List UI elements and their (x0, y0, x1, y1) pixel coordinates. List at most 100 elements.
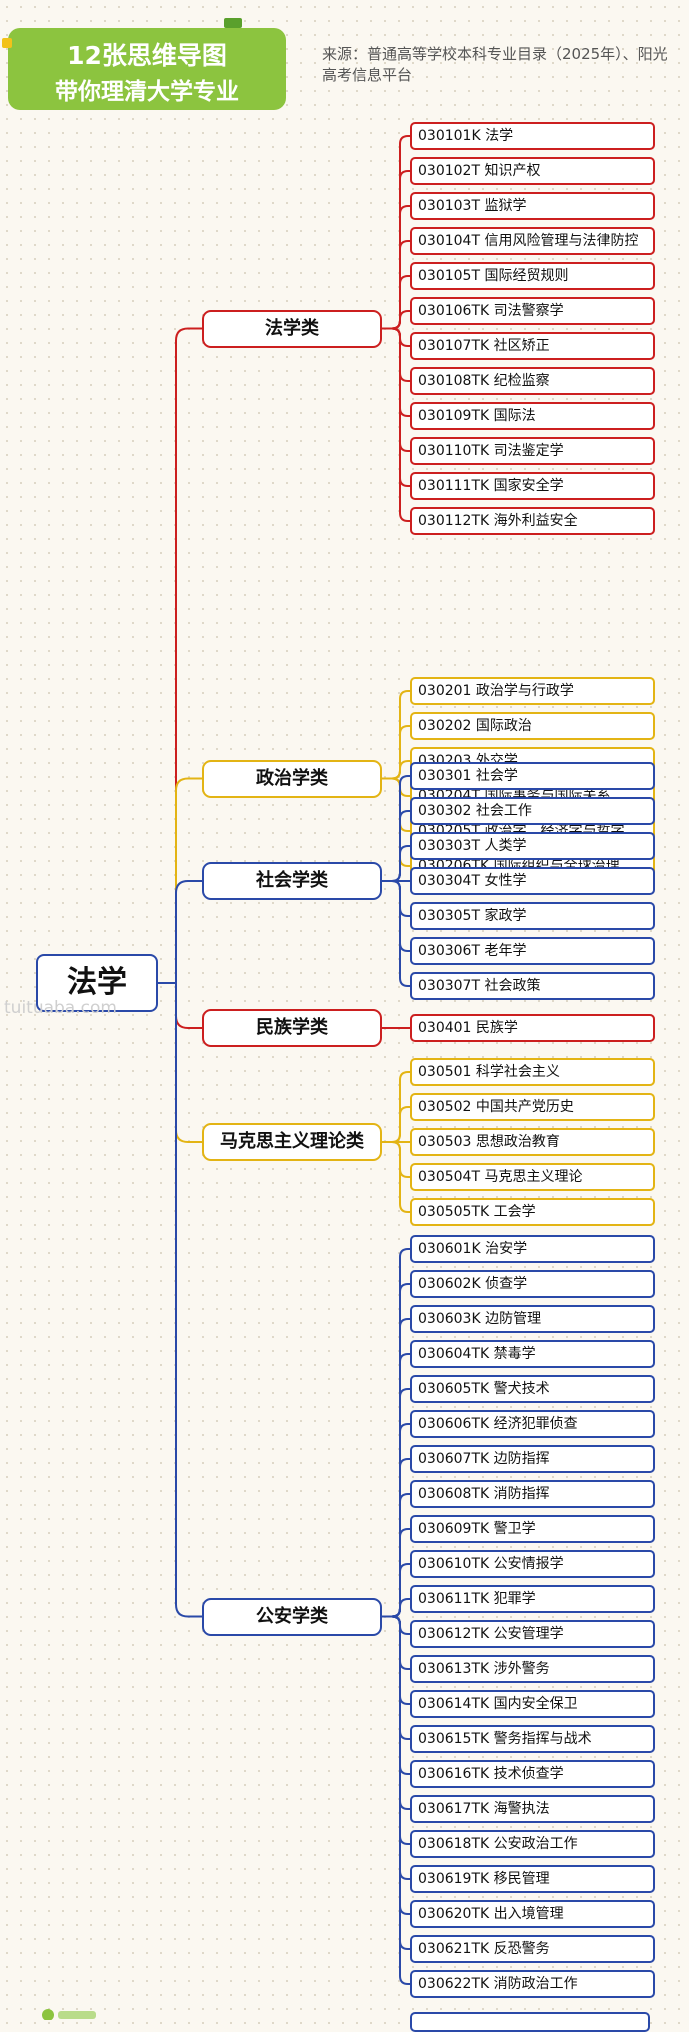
connector-line (382, 1423, 410, 1618)
major-item-030110TK: 030110TK 司法鉴定学 (410, 437, 655, 465)
major-item-030504T: 030504T 马克思主义理论 (410, 1163, 655, 1191)
major-item-030111TK: 030111TK 国家安全学 (410, 472, 655, 500)
major-item-030105T: 030105T 国际经贸规则 (410, 262, 655, 290)
major-item-030107TK: 030107TK 社区矫正 (410, 332, 655, 360)
major-item-030607TK: 030607TK 边防指挥 (410, 1445, 655, 1473)
badge-title: 12张思维导图 (67, 41, 227, 70)
major-item-030606TK: 030606TK 经济犯罪侦查 (410, 1410, 655, 1438)
connector-line (158, 777, 202, 984)
major-item-030602K: 030602K 侦查学 (410, 1270, 655, 1298)
major-item-030302: 030302 社会工作 (410, 797, 655, 825)
major-item-030301: 030301 社会学 (410, 762, 655, 790)
major-item-030112TK: 030112TK 海外利益安全 (410, 507, 655, 535)
connector-line (382, 1615, 410, 1670)
major-item-030305T: 030305T 家政学 (410, 902, 655, 930)
connector-line (382, 327, 410, 417)
major-item-030621TK: 030621TK 反恐警务 (410, 1935, 655, 1963)
major-item-030610TK: 030610TK 公安情报学 (410, 1550, 655, 1578)
connector-line (382, 1318, 410, 1618)
major-item-030201: 030201 政治学与行政学 (410, 677, 655, 705)
major-item-030103T: 030103T 监狱学 (410, 192, 655, 220)
category-node: 马克思主义理论类 (202, 1123, 382, 1161)
connector-line (382, 880, 410, 987)
category-node: 法学类 (202, 309, 382, 348)
major-item-030620TK: 030620TK 出入境管理 (410, 1900, 655, 1928)
connector-line (382, 327, 410, 522)
connector-line (382, 1615, 410, 1915)
connector-line (382, 1493, 410, 1618)
connector-line (382, 1141, 410, 1178)
connector-line (382, 1615, 410, 1775)
connector-line (382, 880, 410, 917)
major-item-030401: 030401 民族学 (410, 1014, 655, 1042)
major-item-030614TK: 030614TK 国内安全保卫 (410, 1690, 655, 1718)
source-note: 来源：普通高等学校本科专业目录（2025年）、阳光高考信息平台 (322, 45, 668, 84)
major-item-030104T: 030104T 信用风险管理与法律防控 (410, 227, 655, 255)
category-node: 政治学类 (202, 759, 382, 798)
connector-line (382, 310, 410, 330)
major-item-030608TK: 030608TK 消防指挥 (410, 1480, 655, 1508)
connector-line (382, 170, 410, 330)
connector-line (382, 1283, 410, 1618)
category-node: 民族学类 (202, 1009, 382, 1047)
connector-line (382, 327, 410, 347)
connector-line (382, 1615, 410, 1810)
major-item-030505TK: 030505TK 工会学 (410, 1198, 655, 1226)
major-item-030616TK: 030616TK 技术侦查学 (410, 1760, 655, 1788)
connector-line (382, 725, 410, 780)
connector-line (382, 327, 410, 382)
connector-line (382, 1248, 410, 1618)
major-item-030108TK: 030108TK 纪检监察 (410, 367, 655, 395)
major-item-030615TK: 030615TK 警务指挥与战术 (410, 1725, 655, 1753)
connector-line (382, 1563, 410, 1618)
connector-line (382, 1106, 410, 1143)
connector-line (382, 1615, 410, 1705)
major-item-030306T: 030306T 老年学 (410, 937, 655, 965)
logo-icon (42, 2009, 96, 2020)
root-node: 法学 (36, 954, 158, 1012)
deco-square-yellow (2, 38, 12, 48)
major-item-030307T: 030307T 社会政策 (410, 972, 655, 1000)
major-item-030622TK: 030622TK 消防政治工作 (410, 1970, 655, 1998)
connector-line (382, 777, 410, 832)
connector-line (382, 1615, 410, 1880)
connector-line (158, 982, 202, 1143)
watermark: tuituaba.com (4, 998, 117, 1018)
major-item-030501: 030501 科学社会主义 (410, 1058, 655, 1086)
connector-line (382, 1141, 410, 1213)
major-item-030612TK: 030612TK 公安管理学 (410, 1620, 655, 1648)
connector-line (382, 777, 410, 797)
major-item-030618TK: 030618TK 公安政治工作 (410, 1830, 655, 1858)
major-item-030106TK: 030106TK 司法警察学 (410, 297, 655, 325)
major-item-030611TK: 030611TK 犯罪学 (410, 1585, 655, 1613)
connector-line (382, 1615, 410, 1985)
major-item-030304T: 030304T 女性学 (410, 867, 655, 895)
major-item-030604TK: 030604TK 禁毒学 (410, 1340, 655, 1368)
major-item-030603K: 030603K 边防管理 (410, 1305, 655, 1333)
connector-line (382, 1615, 410, 1635)
major-item-030601K: 030601K 治安学 (410, 1235, 655, 1263)
major-item-030605TK: 030605TK 警犬技术 (410, 1375, 655, 1403)
category-node: 社会学类 (202, 862, 382, 900)
category-node: 公安学类 (202, 1597, 382, 1636)
major-item-030613TK: 030613TK 涉外警务 (410, 1655, 655, 1683)
connector-line (158, 982, 202, 1029)
connector-line (382, 777, 410, 867)
major-item-030303T: 030303T 人类学 (410, 832, 655, 860)
connector-line (382, 1598, 410, 1618)
connector-line (382, 690, 410, 780)
connector-line (382, 327, 410, 452)
major-item-030609TK: 030609TK 警卫学 (410, 1515, 655, 1543)
major-item-030502: 030502 中国共产党历史 (410, 1093, 655, 1121)
major-item-030202: 030202 国际政治 (410, 712, 655, 740)
major-item-030619TK: 030619TK 移民管理 (410, 1865, 655, 1893)
connector-line (382, 1388, 410, 1618)
connector-line (382, 205, 410, 330)
connector-line (382, 275, 410, 330)
connector-line (158, 982, 202, 1618)
major-item-030617TK: 030617TK 海警执法 (410, 1795, 655, 1823)
connector-line (158, 880, 202, 984)
connector-line (382, 1353, 410, 1618)
title-badge: 12张思维导图 带你理清大学专业 (8, 28, 286, 110)
